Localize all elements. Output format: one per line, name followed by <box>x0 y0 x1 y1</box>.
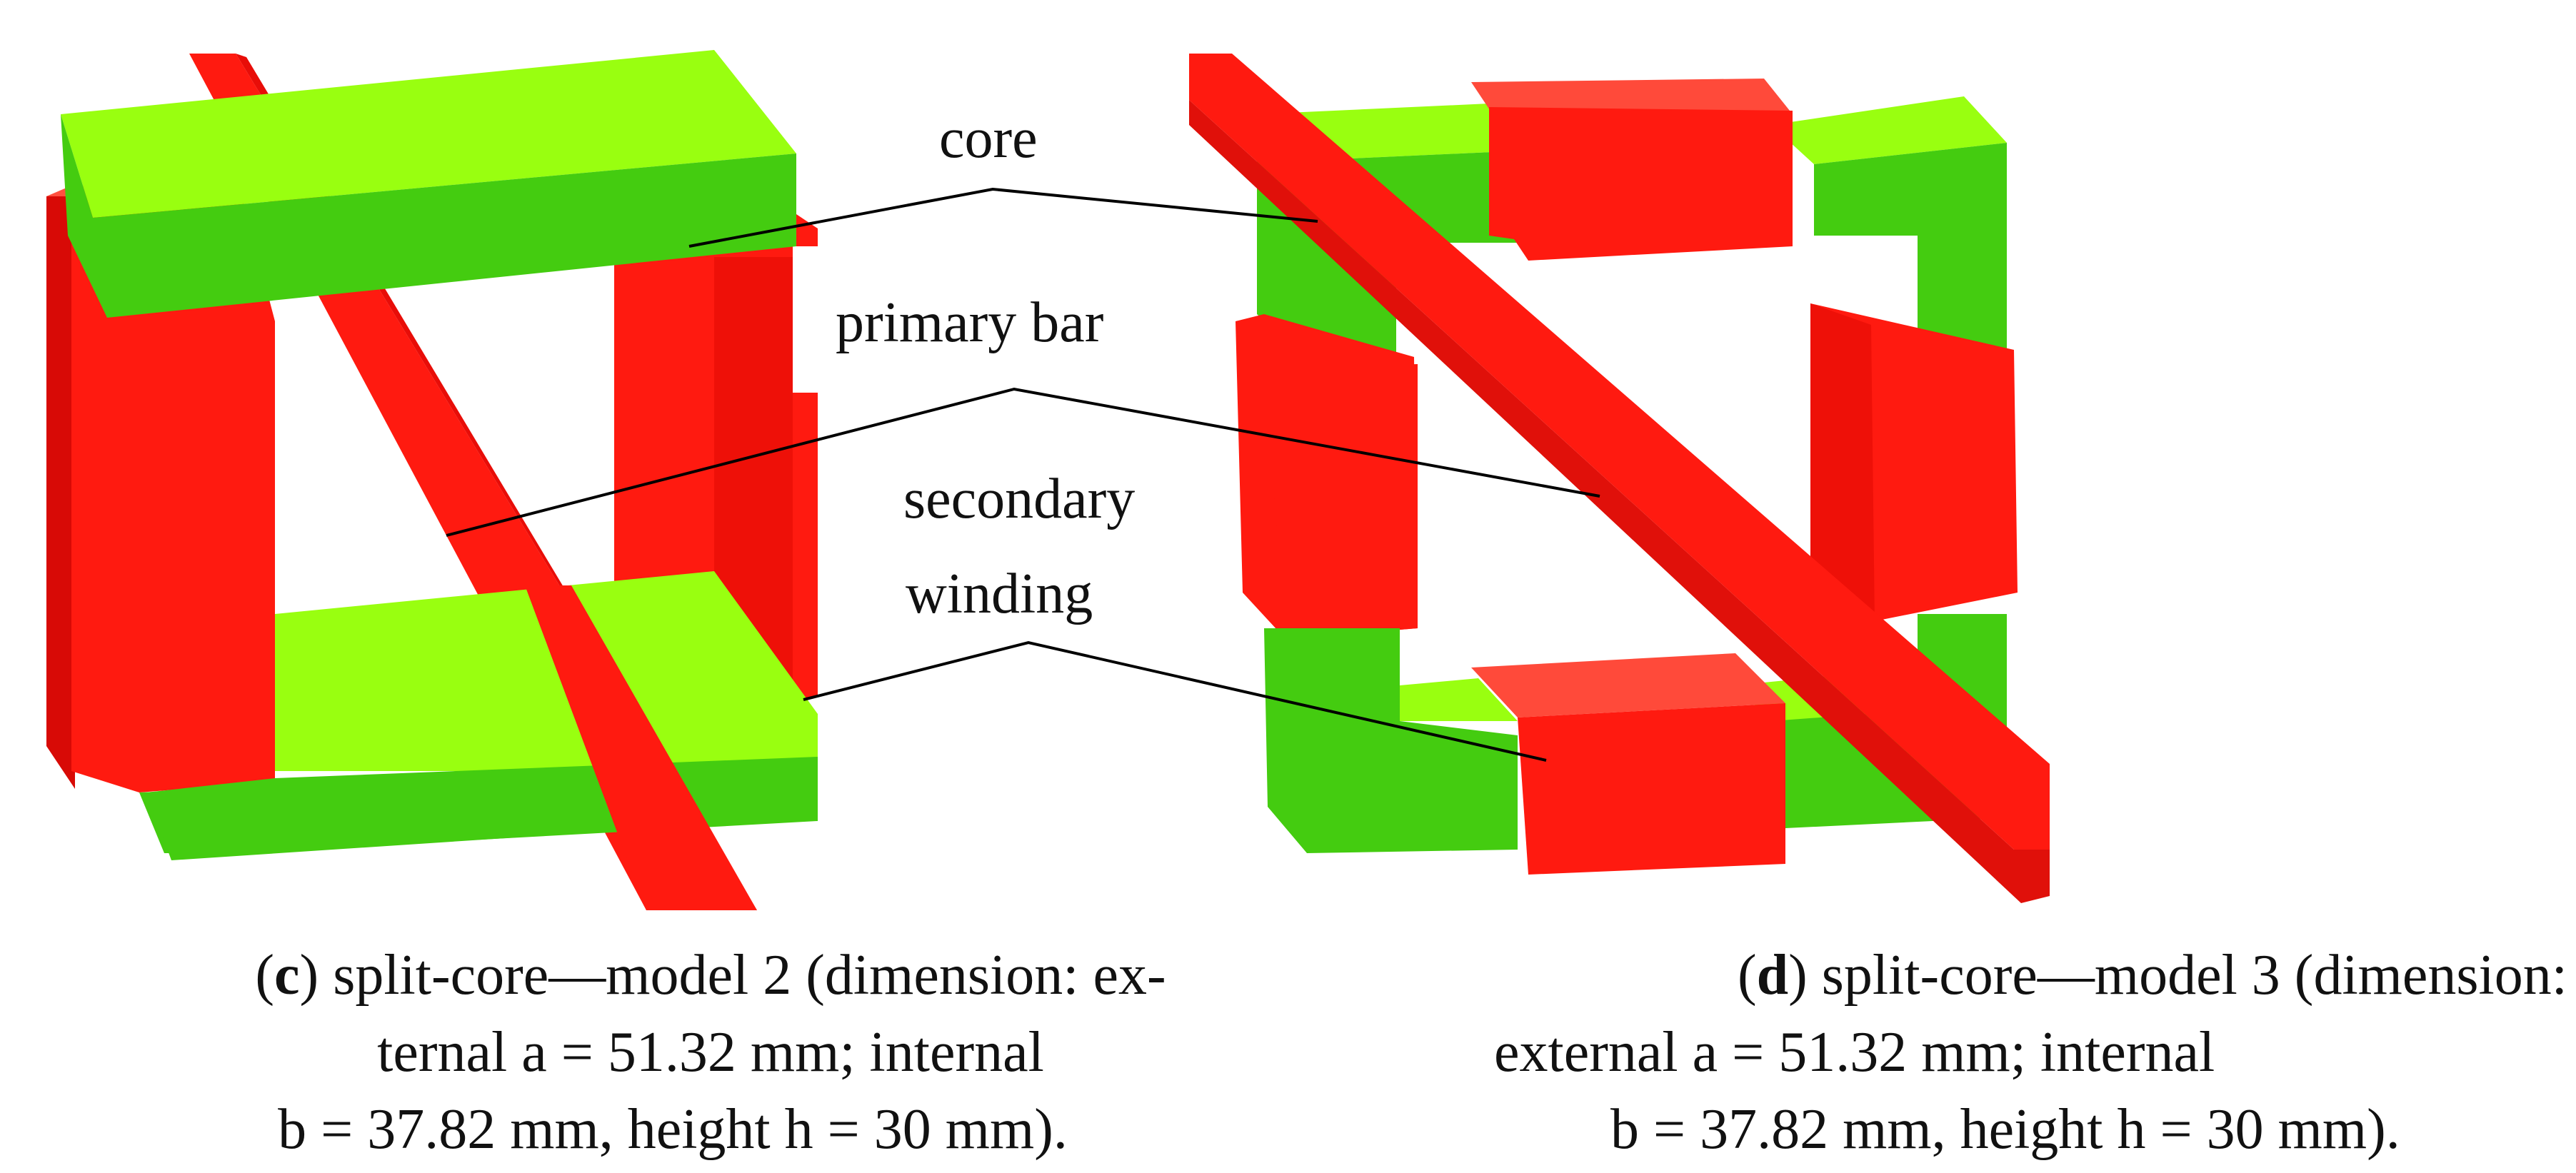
right-winding-right-side <box>1810 303 1875 621</box>
right-core-top-right-front <box>1814 143 2007 357</box>
left-top-core-front <box>61 114 796 318</box>
right-model <box>1189 54 2050 903</box>
right-core-top-right-top <box>1771 96 2007 164</box>
label-core: core <box>939 107 1038 170</box>
left-bottom-core-top <box>275 571 818 771</box>
left-top-core-top <box>61 50 796 218</box>
caption-left-letter: c <box>274 944 300 1007</box>
leader-lines <box>446 187 1600 762</box>
part-labels: core primary bar secondary winding <box>836 107 1135 625</box>
caption-left-line1-text: ) split-core—model 2 (dimension: ex- <box>300 944 1166 1007</box>
right-winding-bottom <box>1518 703 1785 875</box>
left-model <box>46 50 818 910</box>
left-top-core-gap <box>796 214 818 246</box>
caption-left-line1: (c) split-core—model 2 (dimension: ex- <box>255 944 1166 1007</box>
caption-right-line2: external a = 51.32 mm; internal <box>1494 1021 2215 1084</box>
label-secondary: secondary <box>903 468 1135 530</box>
left-winding-left <box>71 186 275 792</box>
leader-core <box>688 187 1318 248</box>
right-core-bottom-left <box>1264 628 1518 853</box>
label-primary-bar: primary bar <box>836 291 1103 354</box>
leader-primary-bar <box>446 387 1600 537</box>
left-primary-bar-front <box>525 585 757 910</box>
caption-left-line2: ternal a = 51.32 mm; internal <box>377 1021 1044 1084</box>
caption-right-line1: (d) split-core—model 3 (dimension: <box>1738 944 2567 1007</box>
left-winding-left-side <box>46 189 75 789</box>
caption-left: (c) split-core—model 2 (dimension: ex- t… <box>255 944 1166 1161</box>
caption-right-line3: b = 37.82 mm, height h = 30 mm). <box>1610 1098 2400 1161</box>
caption-left-line3: b = 37.82 mm, height h = 30 mm). <box>278 1098 1068 1161</box>
right-primary-bar-side <box>1189 100 2050 903</box>
label-winding: winding <box>906 563 1093 625</box>
caption-right-letter: d <box>1757 944 1789 1007</box>
right-primary-bar <box>1189 54 2050 850</box>
caption-right: (d) split-core—model 3 (dimension: exter… <box>1494 944 2567 1161</box>
right-winding-bottom-top <box>1471 653 1785 718</box>
right-winding-top <box>1489 107 1793 261</box>
right-winding-left-front <box>1264 364 1418 639</box>
leader-secondary-winding <box>803 640 1547 762</box>
right-core-bottom-left-top <box>1400 678 1518 721</box>
caption-right-line1-text: ) split-core—model 3 (dimension: <box>1788 944 2567 1007</box>
